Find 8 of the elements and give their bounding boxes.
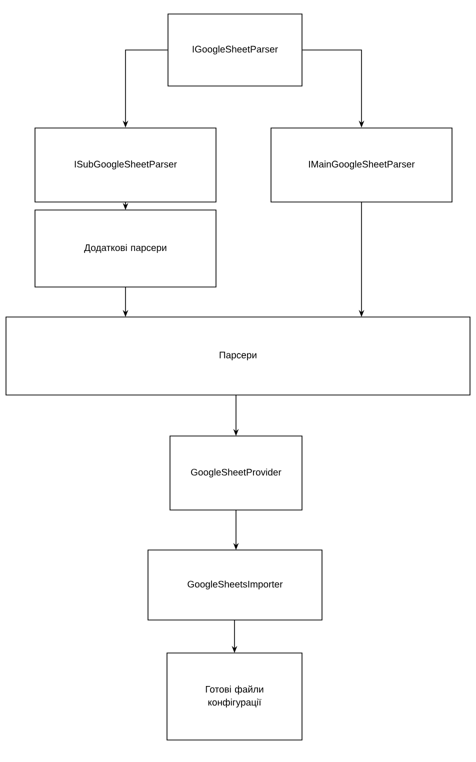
process-box: Парсери: [6, 316, 470, 396]
process-box: IMainGoogleSheetParser: [270, 128, 452, 202]
process-box: GoogleSheetProvider: [170, 436, 302, 510]
process-box: IGoogleSheetParser: [168, 14, 302, 86]
process-box: Готові файли конфігурації: [166, 652, 302, 740]
process-box: ISubGoogleSheetParser: [34, 128, 216, 202]
process-box: GoogleSheetsImporter: [148, 550, 322, 620]
process-box: Додаткові парсери: [34, 210, 216, 288]
